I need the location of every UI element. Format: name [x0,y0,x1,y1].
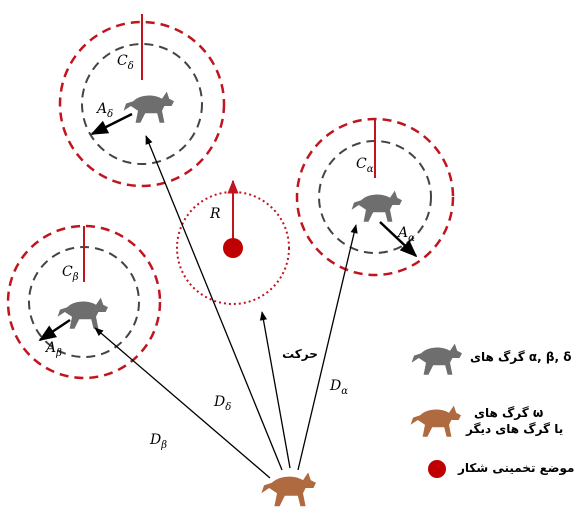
a-beta-arrow [38,318,71,342]
d-alpha-label: Dα [329,378,348,397]
legend-omega-wolf-icon [410,405,461,437]
prey-group: R [176,179,290,305]
legend-prey-dot [428,460,446,478]
d-beta-arrow [94,327,271,479]
d-delta-arrow [145,135,283,471]
d-beta-label: Dβ [149,432,167,451]
wolf-delta-icon [123,91,174,123]
c-delta-label: Cδ [117,53,134,72]
d-alpha-arrow [297,224,358,471]
delta-outer-circle [58,20,226,188]
c-alpha-label: Cα [356,156,374,175]
delta-wolf-group: Cδ Aδ [58,14,226,188]
a-delta-label: Aδ [95,101,113,120]
delta-inner-circle [81,43,203,165]
wolf-alpha-icon [351,190,402,222]
c-beta-label: Cβ [62,264,79,283]
alpha-wolf-group: Cα Aα [295,117,455,277]
movement-label: حرکت [282,347,318,361]
beta-wolf-group: Cβ Aβ [6,224,162,380]
prey-dot [223,238,243,258]
movement-arrow [259,311,291,469]
legend-omega-label-line1: ω گرگ های [474,406,544,420]
d-delta-label: Dδ [213,394,231,413]
distance-arrows [94,135,358,479]
a-delta-arrow [90,112,133,136]
legend-leader-wolf-icon [411,343,462,375]
a-alpha-label: Aα [396,225,415,244]
r-label: R [209,206,221,222]
a-alpha-arrow [379,221,418,258]
legend-prey-label: موضع تخمینی شکار [458,461,575,475]
legend-leaders-label: α, β, δ گرگ های [470,350,572,364]
a-beta-label: Aβ [44,340,62,359]
beta-outer-circle [6,224,162,380]
prey-dotted-circle [176,191,290,305]
legend-omega-label-line2: یا گرگ های دیگر [466,422,564,436]
